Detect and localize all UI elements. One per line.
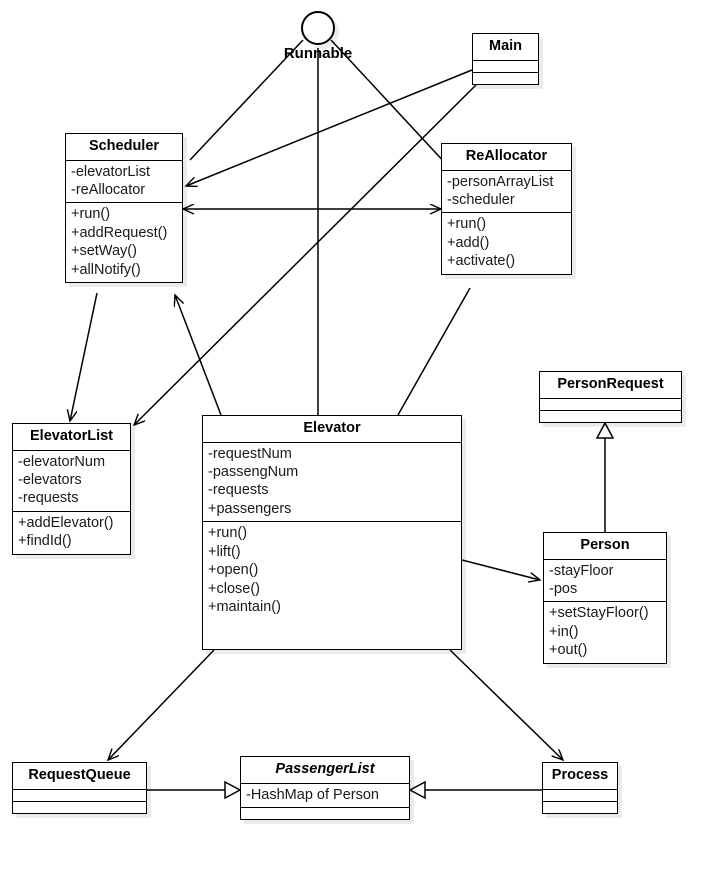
edge-elevator-requestqueue	[108, 649, 215, 760]
runnable-label: Runnable	[283, 45, 353, 62]
reallocator-class-name: ReAllocator	[465, 148, 548, 164]
attribute-item: -requests	[208, 482, 269, 499]
runnable-circle-icon	[301, 11, 335, 45]
process-methods	[543, 800, 617, 813]
node-scheduler[interactable]: Scheduler -elevatorList -reAllocator +ru…	[65, 133, 183, 284]
method-item: +setWay()	[71, 243, 137, 260]
elevator-methods: +run() +lift() +open() +close() +maintai…	[203, 521, 461, 619]
elevatorlist-attributes: -elevatorNum -elevators -requests	[13, 449, 130, 511]
method-item: +in()	[549, 623, 579, 640]
personrequest-methods	[540, 409, 681, 422]
method-item: +add()	[447, 234, 490, 251]
node-main[interactable]: Main	[472, 33, 539, 85]
node-requestqueue[interactable]: RequestQueue	[12, 762, 147, 814]
node-passengerlist[interactable]: PassengerList -HashMap of Person	[240, 756, 410, 821]
method-item: +run()	[208, 525, 248, 542]
passengerlist-methods	[241, 807, 409, 819]
person-class-name: Person	[580, 537, 630, 553]
attribute-item: +passengers	[208, 500, 292, 517]
node-process[interactable]: Process	[542, 762, 618, 814]
edge-scheduler-elevatorlist	[70, 292, 98, 421]
edge-elevator-person	[461, 559, 540, 580]
elevatorlist-methods: +addElevator() +findId()	[13, 510, 130, 554]
edge-elevator-scheduler	[175, 295, 222, 416]
attribute-item: -elevatorList	[71, 163, 150, 180]
method-item: +findId()	[18, 533, 72, 550]
node-reallocator[interactable]: ReAllocator -personArrayList -scheduler …	[441, 143, 572, 275]
main-methods	[473, 71, 538, 84]
scheduler-methods: +run() +addRequest() +setWay() +allNotif…	[66, 202, 182, 282]
method-item: +setStayFloor()	[549, 605, 649, 622]
passengerlist-class-name: PassengerList	[275, 761, 375, 777]
personrequest-class-name: PersonRequest	[557, 376, 664, 392]
main-attributes	[473, 59, 538, 72]
passengerlist-attributes: -HashMap of Person	[241, 782, 409, 807]
attribute-item: -reAllocator	[71, 182, 146, 199]
method-item: +run()	[447, 216, 487, 233]
method-item: +activate()	[447, 253, 516, 270]
reallocator-attributes: -personArrayList -scheduler	[442, 169, 571, 213]
attribute-item: -requests	[18, 490, 79, 507]
reallocator-methods: +run() +add() +activate()	[442, 212, 571, 273]
attribute-item: -elevators	[18, 472, 82, 489]
edge-elevator-process	[449, 649, 563, 760]
method-item: +addRequest()	[71, 224, 168, 241]
method-item: +addElevator()	[18, 514, 114, 531]
scheduler-attributes: -elevatorList -reAllocator	[66, 159, 182, 203]
edge-reallocator-elevator	[397, 287, 471, 416]
scheduler-class-name: Scheduler	[88, 138, 160, 154]
method-item: +lift()	[208, 543, 241, 560]
requestqueue-attributes	[13, 788, 146, 801]
node-person[interactable]: Person -stayFloor -pos +setStayFloor() +…	[543, 532, 667, 664]
edge-main-scheduler	[186, 69, 473, 186]
method-item: +out()	[549, 642, 588, 659]
main-class-name: Main	[488, 38, 523, 54]
node-runnable[interactable]: Runnable	[284, 11, 352, 62]
attribute-item: -requestNum	[208, 445, 292, 462]
method-item: +maintain()	[208, 598, 281, 615]
process-attributes	[543, 788, 617, 801]
method-item: +allNotify()	[71, 261, 141, 278]
method-item: +close()	[208, 580, 260, 597]
attribute-item: -HashMap of Person	[246, 786, 379, 803]
personrequest-attributes	[540, 397, 681, 410]
elevator-class-name: Elevator	[303, 420, 361, 436]
edge-main-elevatorlist	[134, 84, 477, 425]
elevator-attributes: -requestNum -passengNum -requests +passe…	[203, 441, 461, 522]
node-elevatorlist[interactable]: ElevatorList -elevatorNum -elevators -re…	[12, 423, 131, 555]
attribute-item: -passengNum	[208, 464, 299, 481]
attribute-item: -personArrayList	[447, 173, 554, 190]
attribute-item: -scheduler	[447, 192, 515, 209]
elevatorlist-class-name: ElevatorList	[30, 428, 113, 444]
node-personrequest[interactable]: PersonRequest	[539, 371, 682, 423]
person-attributes: -stayFloor -pos	[544, 558, 666, 602]
attribute-item: -elevatorNum	[18, 453, 106, 470]
process-class-name: Process	[551, 767, 609, 783]
node-elevator[interactable]: Elevator -requestNum -passengNum -reques…	[202, 415, 462, 650]
method-item: +run()	[71, 206, 111, 223]
requestqueue-methods	[13, 800, 146, 813]
requestqueue-class-name: RequestQueue	[28, 767, 131, 783]
attribute-item: -pos	[549, 581, 578, 598]
attribute-item: -stayFloor	[549, 562, 614, 579]
method-item: +open()	[208, 562, 259, 579]
person-methods: +setStayFloor() +in() +out()	[544, 601, 666, 662]
